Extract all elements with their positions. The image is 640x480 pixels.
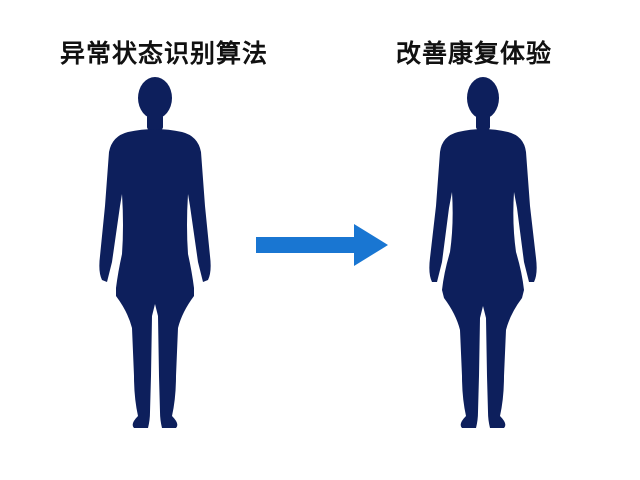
left-human-silhouette-icon xyxy=(99,77,211,428)
right-title: 改善康复体验 xyxy=(395,39,552,68)
right-human-silhouette-icon xyxy=(429,77,537,428)
left-title: 异常状态识别算法 xyxy=(59,39,268,68)
arrow-right-icon xyxy=(256,224,388,266)
